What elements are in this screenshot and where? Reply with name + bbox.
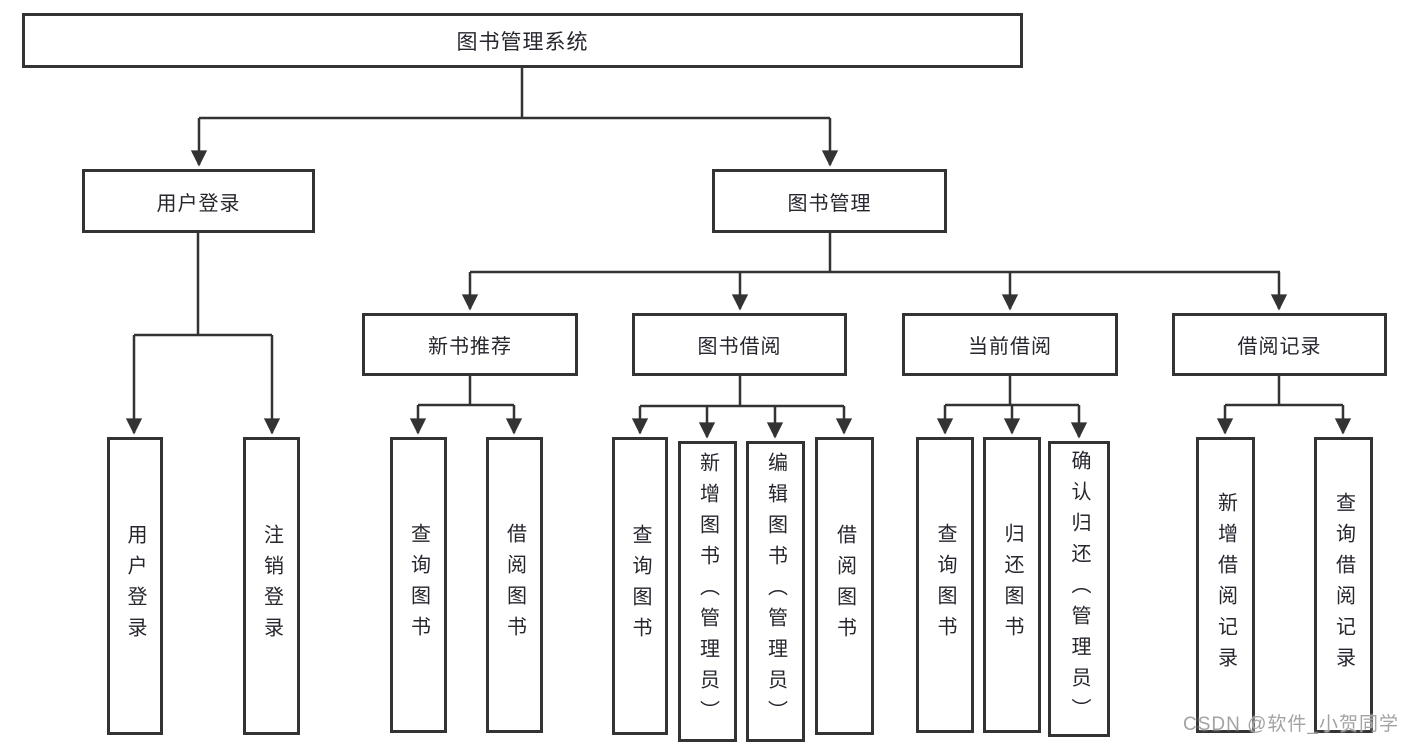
node-new-book-recommend: 新书推荐 bbox=[362, 313, 578, 376]
leaf-label: 借阅图书 bbox=[503, 523, 526, 647]
leaf-label: 新增图书（管理员） bbox=[696, 452, 719, 731]
leaf-query-books-2: 查询图书 bbox=[612, 437, 668, 735]
leaf-logout: 注销登录 bbox=[243, 437, 300, 735]
leaf-confirm-return-admin: 确认归还（管理员） bbox=[1048, 441, 1110, 737]
leaf-label: 归还图书 bbox=[1001, 523, 1023, 647]
csdn-watermark: CSDN @软件_小贺同学 bbox=[1183, 714, 1399, 735]
leaf-label: 注销登录 bbox=[260, 524, 283, 648]
leaf-label: 查询图书 bbox=[407, 523, 430, 647]
leaf-label: 借阅图书 bbox=[833, 524, 856, 648]
leaf-user-login: 用户登录 bbox=[107, 437, 163, 735]
node-book-borrow: 图书借阅 bbox=[632, 313, 847, 376]
leaf-add-book-admin: 新增图书（管理员） bbox=[678, 441, 737, 742]
node-borrow-record: 借阅记录 bbox=[1172, 313, 1387, 376]
leaf-label: 用户登录 bbox=[124, 524, 146, 648]
leaf-return-books: 归还图书 bbox=[983, 437, 1041, 733]
node-current-borrow: 当前借阅 bbox=[902, 313, 1118, 376]
node-book-management-branch: 图书管理 bbox=[712, 169, 947, 233]
leaf-label: 确认归还（管理员） bbox=[1068, 449, 1090, 729]
leaf-label: 查询借阅记录 bbox=[1332, 492, 1355, 678]
leaf-query-borrow-record: 查询借阅记录 bbox=[1314, 437, 1373, 733]
leaf-label: 新增借阅记录 bbox=[1214, 492, 1237, 678]
leaf-query-books-3: 查询图书 bbox=[916, 437, 974, 733]
leaf-borrow-books-1: 借阅图书 bbox=[486, 437, 543, 733]
leaf-label: 查询图书 bbox=[934, 523, 956, 647]
leaf-edit-book-admin: 编辑图书（管理员） bbox=[746, 441, 805, 742]
leaf-add-borrow-record: 新增借阅记录 bbox=[1196, 437, 1255, 733]
node-root: 图书管理系统 bbox=[22, 13, 1023, 68]
node-user-login-branch: 用户登录 bbox=[82, 169, 315, 233]
leaf-label: 编辑图书（管理员） bbox=[764, 452, 787, 731]
leaf-borrow-books-2: 借阅图书 bbox=[815, 437, 874, 735]
leaf-query-books-1: 查询图书 bbox=[390, 437, 447, 733]
leaf-label: 查询图书 bbox=[629, 524, 651, 648]
